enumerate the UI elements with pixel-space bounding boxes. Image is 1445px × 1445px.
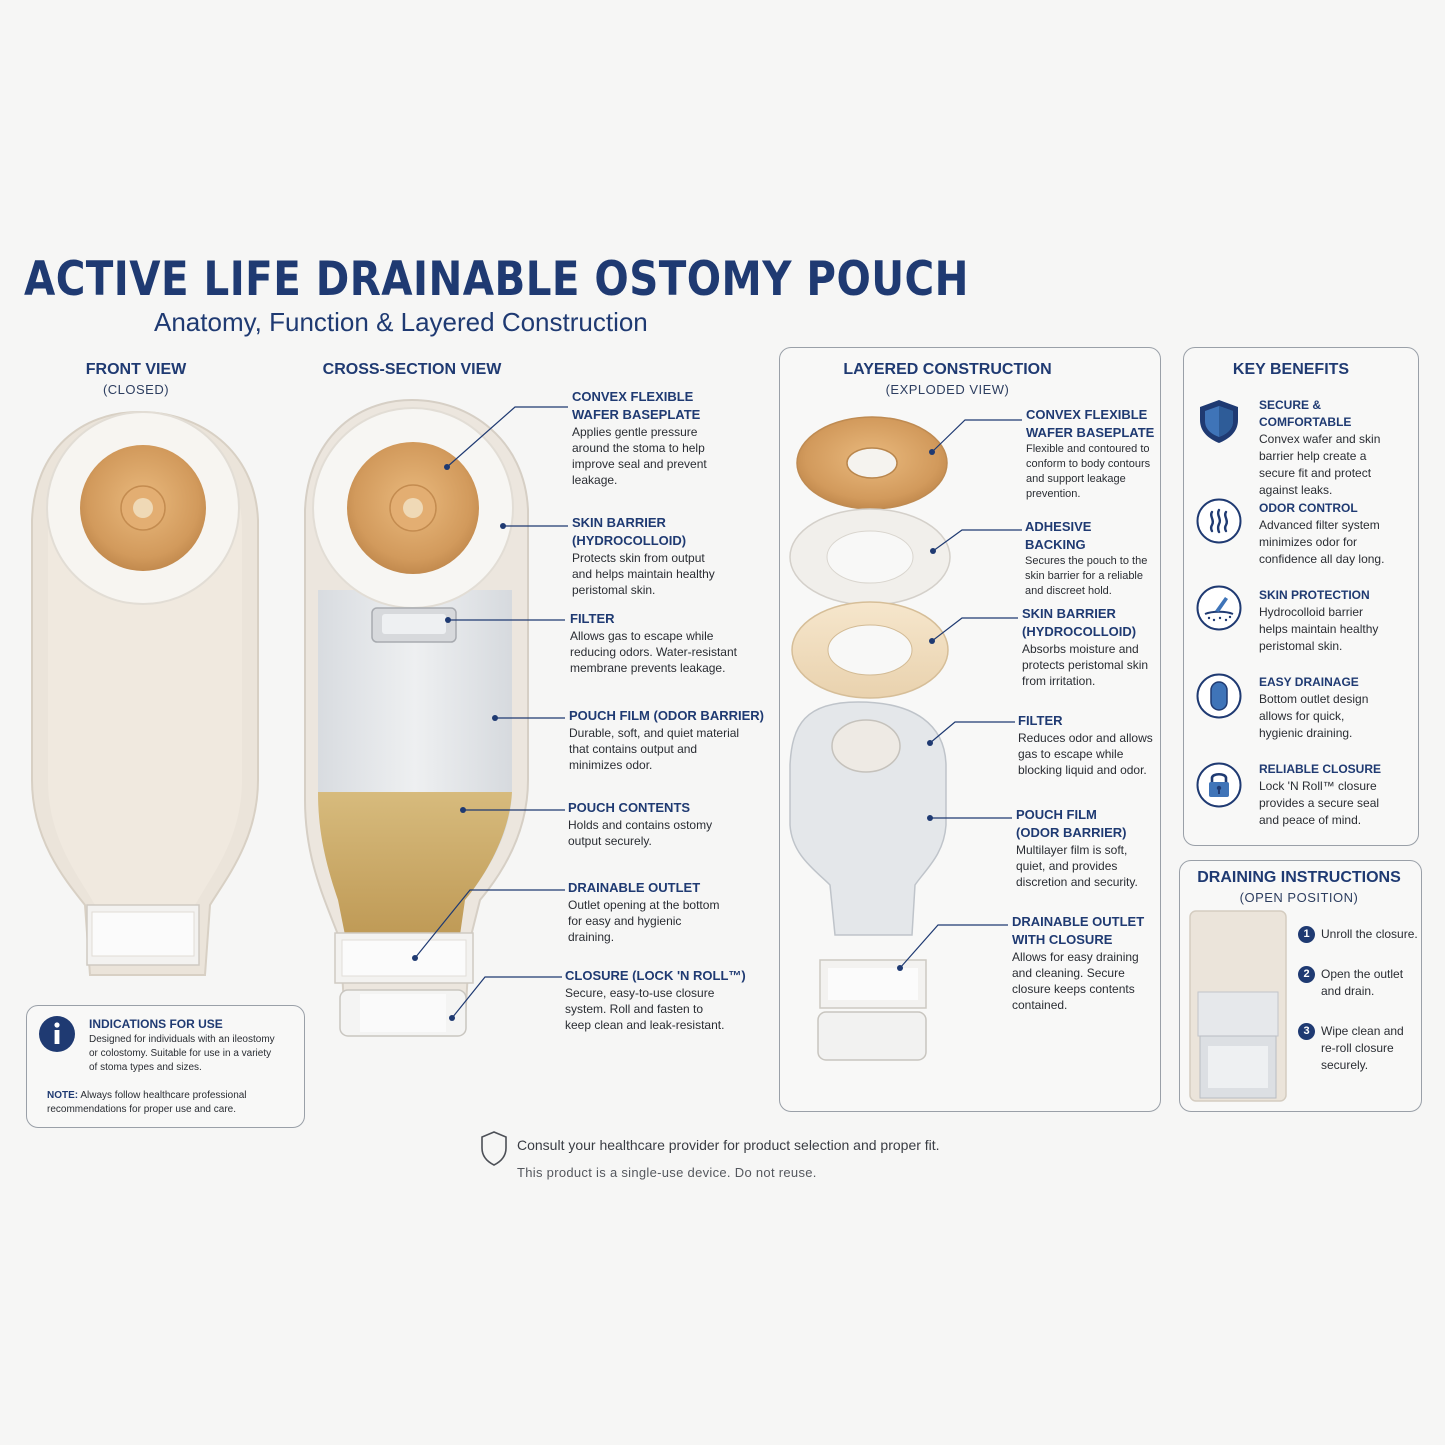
lock-icon [1196, 762, 1242, 808]
layer-label-skin-barrier: SKIN BARRIER (HYDROCOLLOID) Absorbs mois… [1022, 606, 1149, 688]
exploded-layers [789, 416, 951, 1061]
step-2: Open the outlet and drain. [1321, 967, 1404, 998]
drainage-icon [1196, 673, 1242, 719]
benefit-closure: RELIABLE CLOSURE Lock 'N Roll™ closure p… [1259, 762, 1382, 827]
layered-leader-dots [897, 449, 936, 971]
benefit-odor: ODOR CONTROL Advanced filter system mini… [1259, 501, 1385, 566]
indications-title: INDICATIONS FOR USE [89, 1017, 223, 1031]
draining-sub: (OPEN POSITION) [1239, 890, 1359, 905]
cross-section-pouch [304, 398, 529, 1037]
front-view-pouch [31, 410, 259, 976]
layered-leaders [899, 419, 1022, 969]
step-number-2: 2 [1298, 966, 1315, 983]
key-benefits-title: KEY BENEFITS [1232, 361, 1350, 378]
layered-title: LAYERED CONSTRUCTION [843, 361, 1052, 378]
step-number-3: 3 [1298, 1023, 1315, 1040]
cs-label-closure: CLOSURE (LOCK 'N ROLL™) Secure, easy-to-… [565, 968, 746, 1032]
front-view-title: FRONT VIEW [85, 361, 187, 378]
page-title: ACTIVE LIFE DRAINABLE OSTOMY POUCH [24, 252, 969, 307]
layer-label-wafer: CONVEX FLEXIBLE WAFER BASEPLATE Flexible… [1026, 407, 1155, 500]
benefit-secure: SECURE & COMFORTABLE Convex wafer and sk… [1259, 398, 1381, 497]
cs-label-wafer: CONVEX FLEXIBLE WAFER BASEPLATE Applies … [572, 389, 707, 487]
page-subtitle: Anatomy, Function & Layered Construction [154, 307, 648, 337]
benefit-skin: SKIN PROTECTION Hydrocolloid barrier hel… [1259, 588, 1379, 653]
cs-label-outlet: DRAINABLE OUTLET Outlet opening at the b… [568, 880, 720, 944]
layer-label-adhesive: ADHESIVE BACKING Secures the pouch to th… [1025, 519, 1148, 597]
cross-section-leaders [414, 406, 568, 1019]
benefit-drainage: EASY DRAINAGE Bottom outlet design allow… [1259, 675, 1369, 740]
indications-note: NOTE: Always follow healthcare professio… [47, 1090, 247, 1115]
info-icon [39, 1016, 75, 1052]
indications-content: INDICATIONS FOR USE Designed for individ… [89, 1015, 299, 1075]
cs-label-contents: POUCH CONTENTS Holds and contains ostomy… [568, 800, 713, 848]
layered-sub: (EXPLODED VIEW) [885, 382, 1010, 397]
layer-label-pouch-film: POUCH FILM (ODOR BARRIER) Multilayer fil… [1016, 807, 1138, 889]
step-1: Unroll the closure. [1321, 927, 1418, 941]
step-3: Wipe clean and re-roll closure securely. [1321, 1024, 1404, 1072]
step-number-1: 1 [1298, 926, 1315, 943]
cs-label-skin-barrier: SKIN BARRIER (HYDROCOLLOID) Protects ski… [572, 515, 715, 597]
cs-label-pouch-film: POUCH FILM (ODOR BARRIER) Durable, soft,… [569, 708, 764, 772]
layer-label-outlet: DRAINABLE OUTLET WITH CLOSURE Allows for… [1012, 914, 1145, 1012]
cross-section-leader-dots [412, 464, 506, 1021]
shield-icon [1200, 400, 1238, 443]
odor-waves-icon [1196, 498, 1242, 544]
layer-label-filter: FILTER Reduces odor and allows gas to es… [1018, 713, 1153, 777]
cross-section-title: CROSS-SECTION VIEW [322, 361, 502, 378]
front-view-sub: (CLOSED) [102, 382, 170, 397]
footer-single-use: This product is a single-use device. Do … [517, 1165, 817, 1180]
cs-label-filter: FILTER Allows gas to escape while reduci… [570, 611, 737, 675]
footer-shield-icon [481, 1131, 507, 1166]
footer-consult: Consult your healthcare provider for pro… [517, 1137, 940, 1153]
skin-protection-icon [1196, 585, 1242, 631]
draining-title: DRAINING INSTRUCTIONS [1197, 869, 1401, 886]
draining-pouch-image [1189, 910, 1287, 1102]
